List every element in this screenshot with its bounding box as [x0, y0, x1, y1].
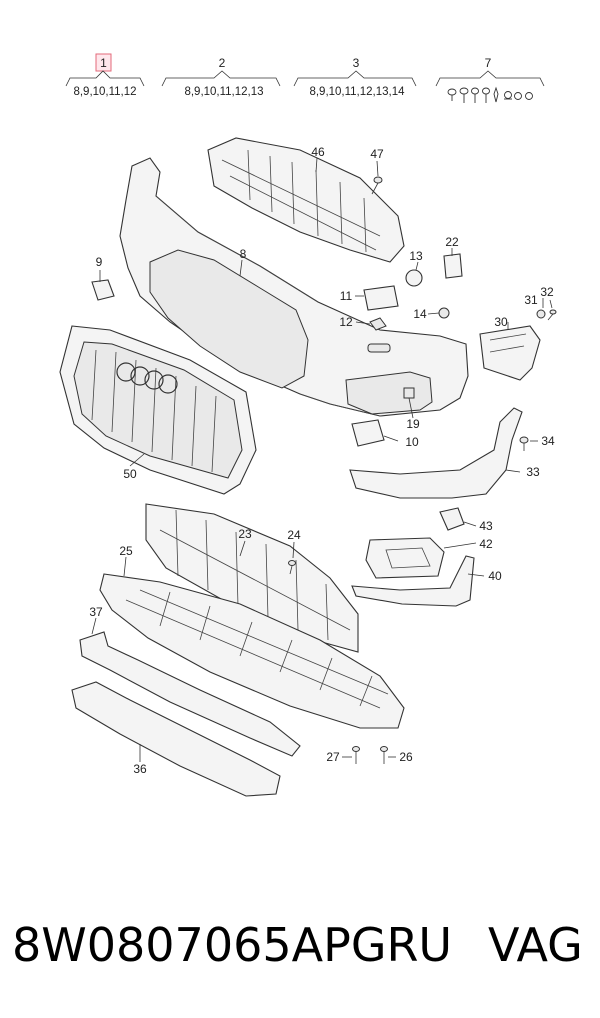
- part-33-trim-strip[interactable]: [349, 407, 523, 499]
- part-40-fog-trim[interactable]: [351, 555, 475, 607]
- label-36[interactable]: 36: [133, 762, 147, 776]
- part-number: 8W0807065APGRU: [12, 918, 453, 972]
- label-31[interactable]: 31: [524, 293, 538, 307]
- part-number-caption: 8W0807065APGRU VAG: [0, 905, 600, 985]
- label-19[interactable]: 19: [406, 417, 420, 431]
- label-23[interactable]: 23: [238, 527, 252, 541]
- group-3-bracket: [293, 70, 417, 87]
- part-47-screw[interactable]: [371, 176, 383, 195]
- label-50[interactable]: 50: [123, 467, 137, 481]
- part-46-bumper-carrier[interactable]: [207, 137, 405, 263]
- group-1-bracket: [65, 70, 145, 87]
- part-43-sensor[interactable]: [439, 507, 465, 531]
- label-22[interactable]: 22: [445, 235, 459, 249]
- part-42-fog-insert[interactable]: [365, 537, 445, 579]
- group-1-number: 1: [100, 56, 107, 70]
- part-10-tow-cover[interactable]: [351, 419, 385, 447]
- part-11-cover[interactable]: [363, 285, 399, 311]
- label-12[interactable]: 12: [339, 315, 353, 329]
- label-10[interactable]: 10: [405, 435, 419, 449]
- group-header-7[interactable]: 7: [435, 56, 545, 103]
- part-23-lower-carrier[interactable]: [145, 503, 359, 653]
- group-3-number: 3: [353, 56, 360, 70]
- part-30-side-bracket[interactable]: [479, 325, 541, 381]
- part-14-nut[interactable]: [438, 307, 450, 319]
- label-8[interactable]: 8: [240, 247, 247, 261]
- label-32[interactable]: 32: [540, 285, 554, 299]
- label-33[interactable]: 33: [526, 465, 540, 479]
- brand-name: VAG: [488, 918, 583, 972]
- group-header-3[interactable]: 3 8,9,10,11,12,13,14: [293, 56, 417, 98]
- label-14[interactable]: 14: [413, 307, 427, 321]
- part-27-screw[interactable]: [352, 746, 360, 765]
- exploded-parts-diagram: 1 8,9,10,11,12 2 8,9,10,11,12,13 3 8,9,1…: [59, 53, 557, 797]
- group-2-members: 8,9,10,11,12,13: [184, 86, 263, 98]
- group-7-number: 7: [485, 56, 492, 70]
- label-42[interactable]: 42: [479, 537, 493, 551]
- part-labels: 46 47 8 9 13 22 11 12 14 30 31 32 19 10 …: [89, 145, 555, 776]
- group-2-number: 2: [219, 56, 226, 70]
- part-36-lower-trim[interactable]: [71, 681, 281, 797]
- part-34-clip[interactable]: [519, 436, 529, 451]
- group-7-bracket: [435, 70, 545, 87]
- leader-lines: [91, 157, 553, 762]
- group-1-members: 8,9,10,11,12: [73, 86, 136, 98]
- label-24[interactable]: 24: [287, 528, 301, 542]
- part-25-underbody-cover[interactable]: [99, 573, 405, 729]
- group-header-1[interactable]: 1 8,9,10,11,12: [65, 53, 145, 98]
- group-2-bracket: [161, 70, 281, 87]
- part-22-clip[interactable]: [443, 253, 463, 279]
- rings-logo: [116, 362, 178, 394]
- label-46[interactable]: 46: [311, 145, 325, 159]
- label-11[interactable]: 11: [340, 289, 353, 303]
- part-12-clip[interactable]: [369, 317, 387, 331]
- label-40[interactable]: 40: [488, 569, 502, 583]
- fastener-icons: [447, 86, 533, 103]
- label-9[interactable]: 9: [96, 255, 103, 269]
- label-26[interactable]: 26: [399, 750, 413, 764]
- label-43[interactable]: 43: [479, 519, 493, 533]
- part-26-screw[interactable]: [380, 746, 388, 765]
- part-13-cap[interactable]: [405, 269, 423, 287]
- label-13[interactable]: 13: [409, 249, 423, 263]
- label-27[interactable]: 27: [326, 750, 340, 764]
- part-50-grille[interactable]: [59, 325, 257, 495]
- part-9-bracket[interactable]: [91, 279, 115, 301]
- part-32-screw[interactable]: [547, 309, 557, 321]
- label-30[interactable]: 30: [494, 315, 508, 329]
- part-31-clip[interactable]: [536, 309, 546, 319]
- label-47[interactable]: 47: [370, 147, 384, 161]
- group-header-2[interactable]: 2 8,9,10,11,12,13: [161, 56, 281, 98]
- part-24-screw[interactable]: [288, 560, 296, 575]
- label-34[interactable]: 34: [541, 434, 555, 448]
- label-37[interactable]: 37: [89, 605, 103, 619]
- part-37-spoiler-lip[interactable]: [79, 631, 301, 757]
- part-19-insert[interactable]: [403, 387, 415, 399]
- label-25[interactable]: 25: [119, 544, 133, 558]
- part-8-bumper-cover[interactable]: [119, 157, 469, 417]
- group-3-members: 8,9,10,11,12,13,14: [309, 86, 405, 98]
